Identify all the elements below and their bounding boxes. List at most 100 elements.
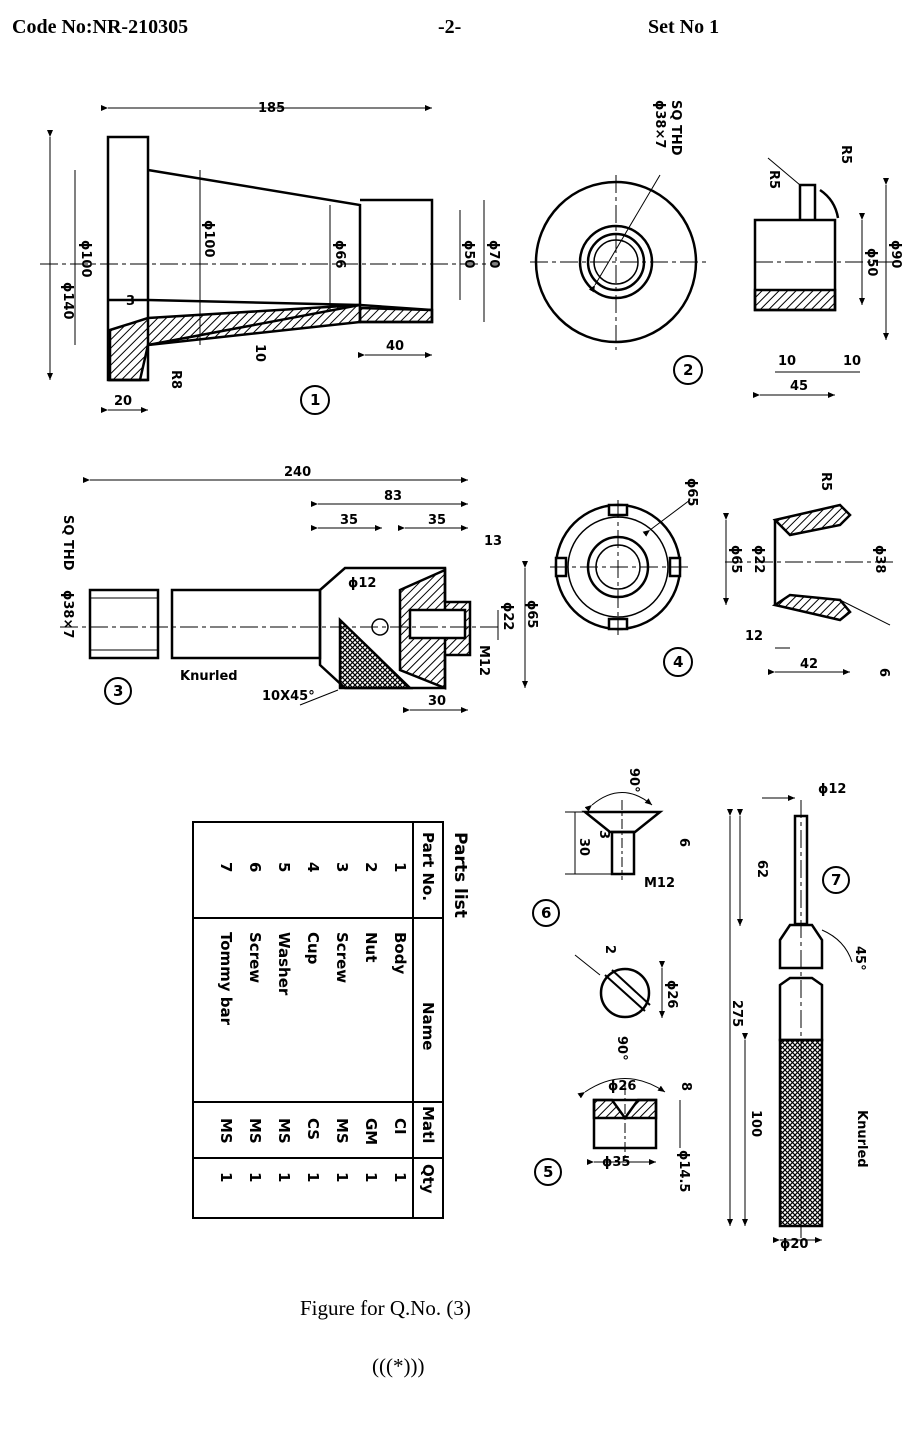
part6-screw-drawing: [532, 792, 664, 927]
parts-list-cell-qty: 1: [246, 1172, 264, 1182]
parts-list-cell-name: Tommy bar: [217, 932, 235, 1026]
part2-dim-50: ϕ50: [864, 248, 879, 276]
part3-number: 3: [113, 682, 123, 700]
part1-dim-100b: ϕ100: [201, 220, 216, 258]
parts-list-cell-name: Nut: [362, 932, 380, 962]
part1-radius-8: R8: [168, 370, 183, 389]
part4-dim-42: 42: [800, 657, 818, 672]
part3-dim-83: 83: [384, 489, 402, 504]
part1-body-drawing: [40, 105, 500, 415]
part4-number: 4: [673, 653, 683, 671]
end-view-dim-26: ϕ26: [664, 980, 679, 1008]
part5-number: 5: [543, 1163, 553, 1181]
part4-dim-6: 6: [876, 668, 891, 677]
parts-list-cell-qty: 1: [217, 1172, 235, 1182]
part1-dim-3: 3: [126, 294, 135, 309]
part7-knurled-label: Knurled: [854, 1110, 869, 1168]
part3-dim-30: 30: [428, 694, 446, 709]
part4-dim-22: ϕ22: [751, 545, 766, 573]
parts-list-cell-name: Screw: [246, 932, 264, 983]
part2-dim-90: ϕ90: [888, 240, 903, 268]
part7-dim-275: 275: [729, 1000, 744, 1027]
part3-dim-12: ϕ12: [348, 576, 376, 591]
parts-list-cell-matl: MS: [275, 1118, 293, 1144]
parts-list-cell-qty: 1: [362, 1172, 380, 1182]
part3-knurled-label: Knurled: [180, 669, 238, 684]
parts-list-cell-matl: CI: [391, 1118, 409, 1135]
part7-number: 7: [831, 871, 841, 889]
part1-dim-140: ϕ140: [60, 282, 75, 320]
part2-radius-5b: R5: [766, 170, 781, 189]
parts-list-cell-matl: MS: [246, 1118, 264, 1144]
part1-dim-185: 185: [258, 101, 285, 116]
part6-number: 6: [541, 904, 551, 922]
part3-dim-m12: M12: [476, 645, 491, 676]
part2-dim-10b: 10: [843, 354, 861, 369]
part4-dim-12: 12: [745, 629, 763, 644]
part3-screw-drawing: [60, 477, 528, 713]
part2-radius-5a: R5: [838, 145, 853, 164]
parts-list-cell-name: Cup: [304, 932, 322, 965]
part1-dim-100a: ϕ100: [78, 240, 93, 278]
part3-thd-size: ϕ38×7: [60, 590, 75, 638]
parts-list-cell-qty: 1: [275, 1172, 293, 1182]
parts-list-cell-no: 4: [304, 862, 322, 872]
part3-dim-65: ϕ65: [524, 600, 539, 628]
part4-dim-65: ϕ65: [684, 478, 699, 506]
part4-radius-5: R5: [818, 472, 833, 491]
part5-dim-35: ϕ35: [602, 1155, 630, 1170]
part1-dim-20: 20: [114, 394, 132, 409]
part7-dim-12: ϕ12: [818, 782, 846, 797]
part5-dim-14-5: ϕ14.5: [676, 1150, 691, 1192]
part4-cup-drawing: [550, 499, 895, 677]
part5-dim-26: ϕ26: [608, 1079, 636, 1094]
parts-list-cell-no: 3: [333, 862, 351, 872]
part3-sq-thd: SQ THD: [60, 515, 75, 571]
parts-list-cell-no: 6: [246, 862, 264, 872]
part2-sq-thd: SQ THD: [668, 100, 683, 156]
part3-chamfer: 10X45°: [262, 689, 315, 704]
parts-list-cell-name: Washer: [275, 932, 293, 996]
parts-list-col-part-no: Part No.: [419, 832, 437, 901]
figure-caption: Figure for Q.No. (3): [300, 1296, 471, 1320]
part2-thd-size: ϕ38×7: [652, 100, 667, 148]
part1-dim-40: 40: [386, 339, 404, 354]
parts-list-cell-qty: 1: [391, 1172, 409, 1182]
parts-list-table: Parts list Part No. Name Matl Qty 1BodyC…: [192, 821, 470, 1219]
part6-dim-m12: M12: [644, 876, 675, 891]
part1-number: 1: [310, 391, 320, 409]
parts-list-cell-no: 7: [217, 862, 235, 872]
part2-nut-drawing: [530, 157, 895, 398]
part7-tommy-bar-drawing: [727, 795, 853, 1243]
part3-dim-240: 240: [284, 465, 311, 480]
parts-list-cell-no: 1: [391, 862, 409, 872]
parts-list-cell-matl: CS: [304, 1118, 322, 1140]
part3-dim-35a: 35: [340, 513, 358, 528]
part5-washer-drawing: [534, 1078, 681, 1186]
page-number: -2-: [438, 16, 462, 38]
parts-list-cell-name: Body: [391, 932, 409, 974]
part1-dim-66: ϕ66: [332, 240, 347, 268]
part1-dim-50: ϕ50: [461, 240, 476, 268]
part2-dim-10a: 10: [778, 354, 796, 369]
end-mark: (((*))): [372, 1354, 425, 1378]
part7-angle-45: 45°: [852, 946, 867, 971]
parts-list-cell-no: 2: [362, 862, 380, 872]
part5-dim-8: 8: [678, 1082, 693, 1091]
part2-number: 2: [683, 361, 693, 379]
question-code: Code No:NR-210305: [12, 16, 189, 38]
part7-dim-20: ϕ20: [780, 1237, 808, 1252]
part1-dim-10: 10: [252, 344, 267, 362]
parts-list-cell-matl: GM: [362, 1118, 380, 1145]
part7-dim-62: 62: [754, 860, 769, 878]
parts-list-cell-no: 5: [275, 862, 293, 872]
parts-list-cell-qty: 1: [304, 1172, 322, 1182]
part3-dim-13: 13: [484, 534, 502, 549]
end-view-drawing: [574, 954, 665, 1019]
part3-dim-35b: 35: [428, 513, 446, 528]
set-number: Set No 1: [648, 16, 720, 38]
end-view-dim-2: 2: [602, 945, 617, 954]
part3-dim-22: ϕ22: [500, 602, 515, 630]
part6-dim-6: 6: [676, 838, 691, 847]
